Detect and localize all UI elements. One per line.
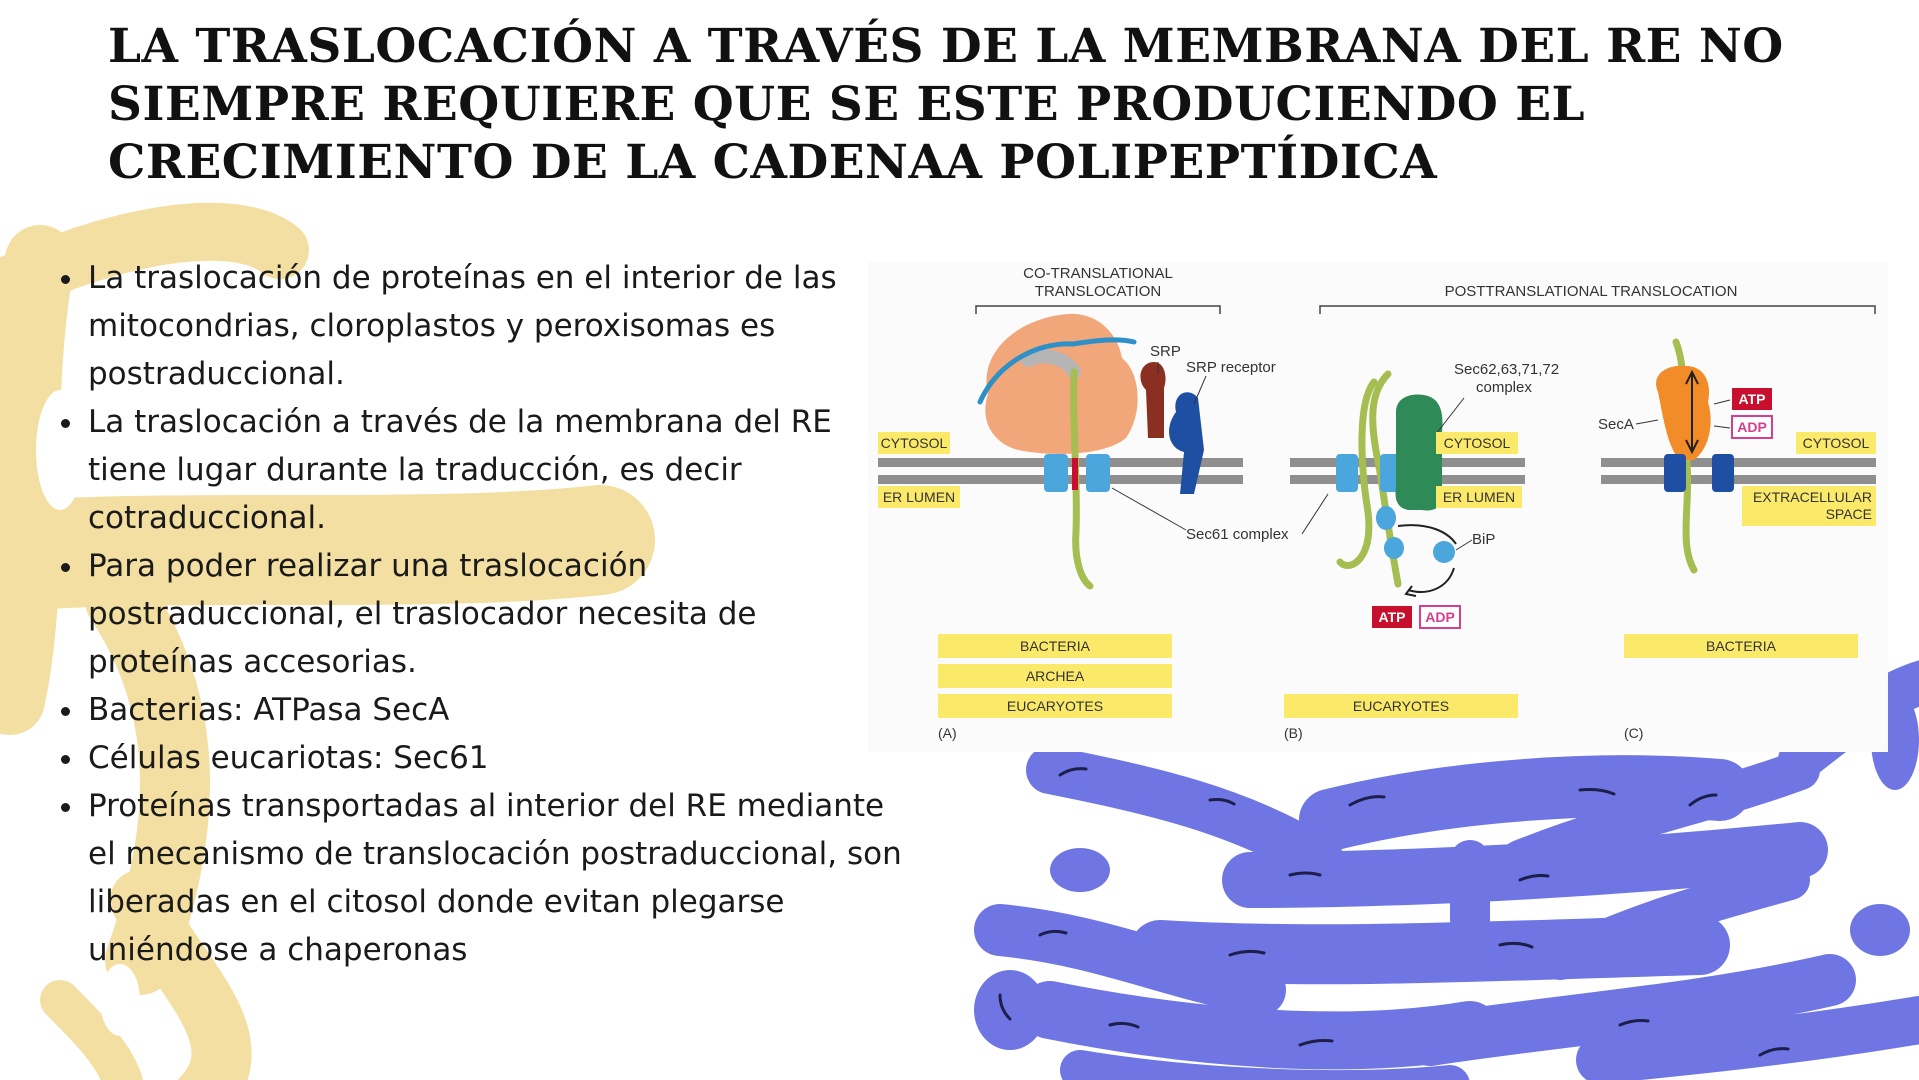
atp-box-b [1372,606,1412,628]
label-srp-receptor: SRP receptor [1186,359,1276,376]
label-sec61-complex: Sec61 complex [1186,526,1289,543]
label-er-lumen-b: ER LUMEN [1443,489,1515,505]
label-extracellular-line1: EXTRACELLULAR [1753,489,1872,505]
label-box-archea-a [938,664,1172,688]
bullet-item: Proteínas transportadas al interior del … [86,782,906,974]
label-box-eucaryotes-b [1284,694,1518,718]
label-eucaryotes-a: EUCARYOTES [1007,698,1103,714]
label-atp-b: ATP [1379,609,1406,625]
bullet-item: Bacterias: ATPasa SecA [86,686,906,734]
srp-receptor-shape [1169,392,1204,494]
signal-sequence-a [1072,458,1078,490]
label-adp-b: ADP [1425,609,1455,625]
label-extracellular-line2: SPACE [1826,506,1872,522]
header-cotranslational-line1: CO-TRANSLATIONAL [1023,265,1173,282]
panel-label-a: (A) [938,725,957,741]
panel-label-c: (C) [1624,725,1643,741]
label-sec-complex-line1: Sec62,63,71,72 [1454,361,1559,378]
leader-adp-c [1713,425,1731,429]
translocation-diagram: CO-TRANSLATIONAL TRANSLOCATION POSTTRANS… [868,262,1888,752]
label-bacteria-a: BACTERIA [1020,638,1091,654]
bullet-item: Células eucariotas: Sec61 [86,734,906,782]
label-cytosol-a: CYTOSOL [881,435,948,451]
cycle-arrowhead [1404,585,1417,597]
atp-box-c [1732,388,1772,410]
leader-bip [1455,539,1473,551]
leader-sec61-b [1301,493,1329,535]
bullet-item: La traslocación a través de la membrana … [86,398,906,542]
header-bracket-a [975,305,1221,314]
sec61-channel-right-a [1086,454,1110,492]
seca-arrowhead-up [1685,369,1699,385]
label-cytosol-b: CYTOSOL [1444,435,1511,451]
label-box-er-lumen-a [878,486,960,508]
header-posttranslational: POSTTRANSLATIONAL TRANSLOCATION [1445,283,1738,300]
label-cytosol-c: CYTOSOL [1803,435,1870,451]
membrane-c [1601,458,1876,484]
leader-atp-c [1713,399,1731,405]
header-bracket-bc [1319,305,1876,314]
label-bacteria-c: BACTERIA [1706,638,1777,654]
bullet-item: La traslocación de proteínas en el inter… [86,254,906,398]
bullet-list: La traslocación de proteínas en el inter… [60,254,906,974]
label-seca: SecA [1598,416,1634,433]
label-eucaryotes-b: EUCARYOTES [1353,698,1449,714]
label-box-eucaryotes-a [938,694,1172,718]
label-adp-c: ADP [1737,419,1767,435]
label-box-bacteria-a [938,634,1172,658]
sec61-channel-left-b [1336,454,1358,492]
panel-label-b: (B) [1284,725,1303,741]
sec62-complex-shape [1395,394,1443,511]
leader-sec-complex [1435,397,1465,435]
label-box-bacteria-c [1624,634,1858,658]
header-cotranslational-line2: TRANSLOCATION [1035,283,1161,300]
secy-channel-right-c [1712,454,1734,492]
seca-shape [1656,365,1711,460]
label-box-cytosol-c [1796,432,1876,454]
leader-srp-receptor [1193,375,1207,405]
ribosome-illustration [977,313,1138,454]
bullet-item: Para poder realizar una traslocación pos… [86,542,906,686]
slide-title: LA TRASLOCACIÓN A TRAVÉS DE LA MEMBRANA … [108,19,1784,190]
label-sec-complex-line2: complex [1476,379,1532,396]
label-srp: SRP [1150,343,1181,360]
label-atp-c: ATP [1739,391,1766,407]
translocation-figure: CO-TRANSLATIONAL TRANSLOCATION POSTTRANS… [868,262,1888,752]
label-bip: BiP [1472,531,1495,548]
leader-sec61-a [1111,487,1187,531]
cycle-arrow-2 [1407,567,1455,593]
label-archea-a: ARCHEA [1026,668,1085,684]
cycle-arrow-1 [1397,524,1457,545]
nascent-polypeptide-a [1070,368,1094,590]
label-box-cytosol-b [1436,432,1518,454]
bip-1 [1376,506,1396,530]
label-box-er-lumen-b [1436,486,1522,508]
polypeptide-b [1336,378,1378,569]
leader-seca [1635,419,1659,425]
seca-arrowhead-down [1685,439,1699,455]
adp-box-b [1419,605,1461,629]
label-er-lumen-a: ER LUMEN [883,489,955,505]
adp-box-c [1731,415,1773,439]
bip-2 [1384,537,1404,559]
sec61-channel-left-a [1044,454,1068,492]
label-box-cytosol-a [878,432,950,454]
srp-shape [1140,362,1166,438]
bip-3 [1433,541,1455,563]
secy-channel-left-c [1664,454,1686,492]
label-box-extracellular-c [1742,486,1876,526]
